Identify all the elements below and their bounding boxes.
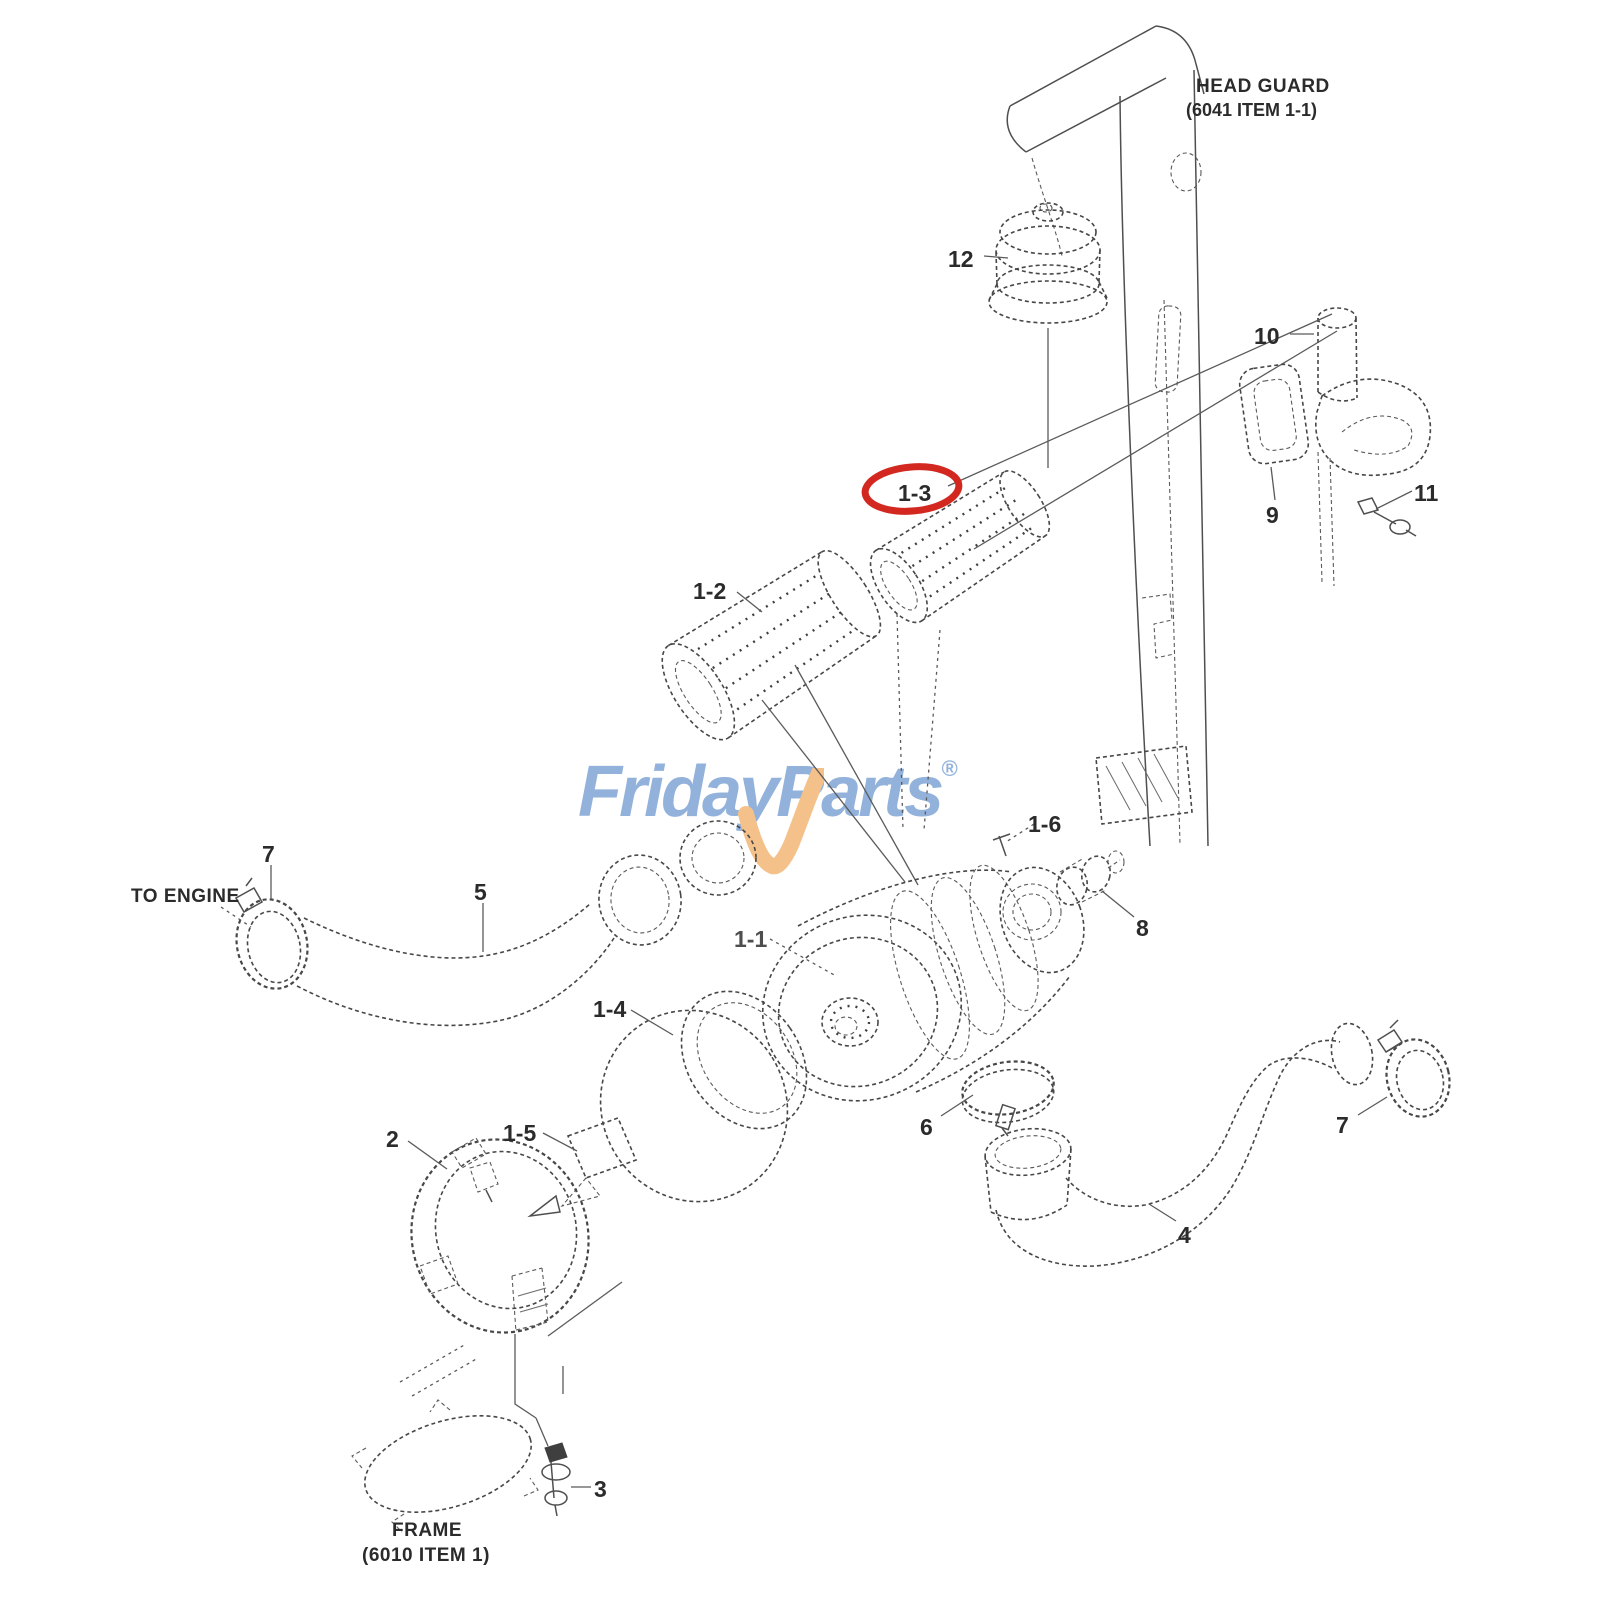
band-clamp-part-drawing [410,1137,590,1334]
clamp-6-part-drawing [961,1060,1055,1137]
callout-1-6: 1-6 [1028,811,1061,837]
registered-mark: ® [941,756,958,781]
callout-5: 5 [474,879,487,905]
vacuator-valve-part-drawing [527,1116,638,1218]
fridayparts-watermark: FridayParts® [578,756,958,875]
callout-8: 8 [1136,915,1149,941]
callout-1-3-highlighted: 1-3 [898,480,931,506]
callout-1-1: 1-1 [734,926,767,952]
head-guard-structure [1006,25,1209,847]
callout-12: 12 [948,246,974,272]
hose-clamp-right-drawing [1376,1019,1451,1118]
callout-11: 11 [1414,480,1439,506]
dust-cup-part-drawing [599,990,808,1203]
pre-cleaner-part-drawing [988,202,1108,468]
frame-mount-drawing [351,1281,623,1533]
callout-1-2: 1-2 [693,578,726,604]
watermark-check-icon [738,768,824,875]
callout-7-left: 7 [262,841,275,867]
callout-leader-lines [220,255,1413,1488]
outlet-tube-drawing [984,1127,1072,1221]
air-hose-4-drawing [995,1022,1374,1267]
callout-1-4: 1-4 [593,996,626,1022]
outer-filter-element-drawing [661,549,882,741]
callout-3: 3 [594,1476,607,1502]
frame-note-line1: FRAME [392,1520,462,1541]
callout-4: 4 [1178,1222,1191,1248]
callout-7-right: 7 [1336,1112,1349,1138]
frame-note-line2: (6010 ITEM 1) [362,1545,490,1566]
elbow-fitting-part-drawing [1056,850,1125,906]
head-guard-note-line1: HEAD GUARD [1196,76,1330,97]
callout-10: 10 [1254,323,1280,349]
bolt-part-drawing [541,1442,571,1517]
air-hose-5-drawing [296,820,757,1027]
highlight-ellipse [861,463,963,515]
air-cleaner-body-drawing [761,864,1085,1102]
callout-1-5: 1-5 [503,1120,536,1146]
hose-clamp-left-drawing [234,877,309,990]
callout-9: 9 [1266,502,1279,528]
intake-pipe-part-drawing [947,307,1358,550]
to-engine-note: TO ENGINE [131,886,240,907]
head-guard-note-line2: (6041 ITEM 1-1) [1186,100,1317,120]
filter-insertion-lines [761,613,941,886]
callout-6: 6 [920,1114,933,1140]
gasket-part-drawing [1238,363,1310,465]
callout-2: 2 [386,1126,399,1152]
wing-bolt-part-drawing [992,833,1011,857]
intake-cover-part-drawing [1315,378,1432,587]
